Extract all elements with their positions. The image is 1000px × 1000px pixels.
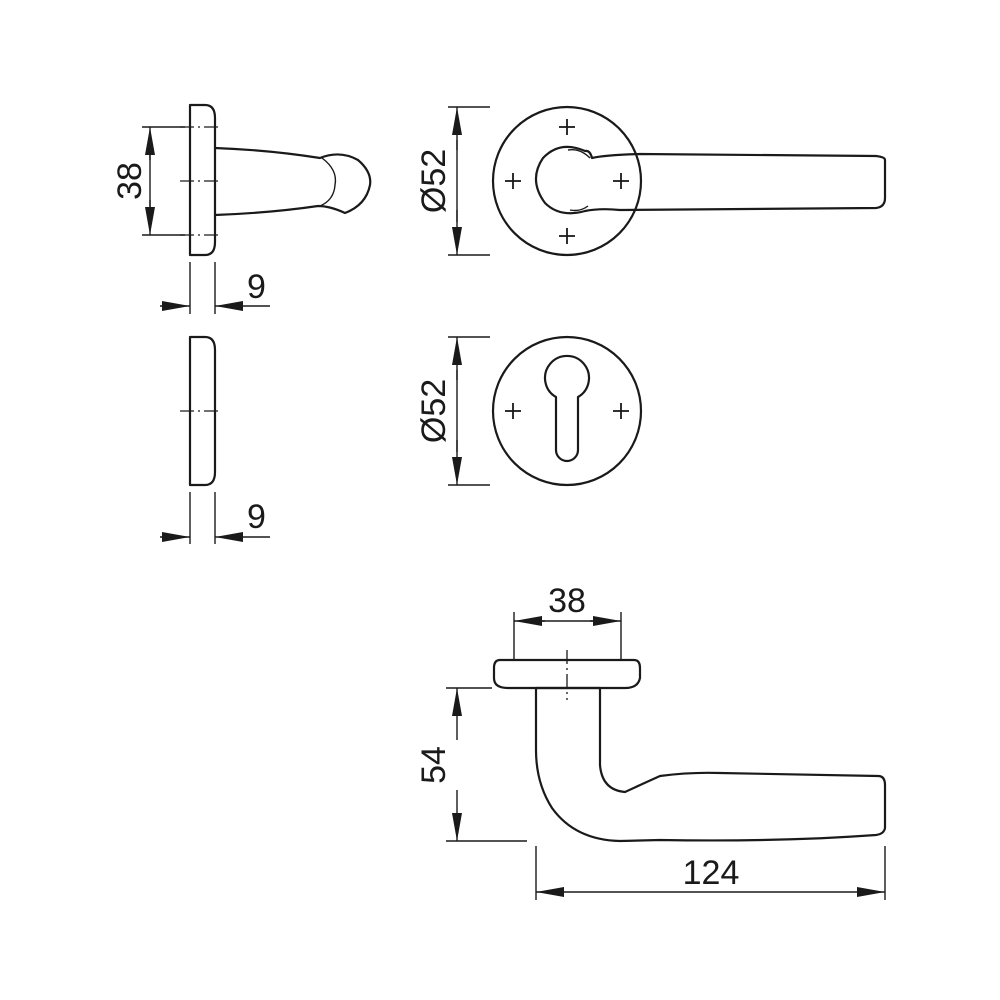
keyhole-cutout: [543, 354, 591, 463]
side-view-escutcheon: 9: [160, 335, 270, 544]
dim-rose-diameter: Ø52: [415, 149, 453, 213]
dim-side-height: 38: [111, 162, 149, 200]
rose-plate-top: [492, 658, 642, 690]
rose-plate-side: [188, 103, 217, 257]
top-view-lever: 38 54 124: [415, 582, 887, 900]
front-view-escutcheon: Ø52: [415, 335, 643, 487]
dim-lever-offset: 38: [548, 582, 586, 620]
dim-escutcheon-diameter: Ø52: [415, 379, 453, 443]
dim-thickness-top: 9: [247, 268, 266, 306]
lever-profile: [214, 146, 372, 217]
thickness-dimension-top: 9: [160, 262, 270, 314]
side-view-lever: 38: [111, 103, 372, 257]
front-view-lever: Ø52: [415, 105, 887, 257]
screw-marks: [505, 119, 629, 244]
lever-top: [534, 686, 887, 843]
dim-thickness-bottom: 9: [247, 498, 266, 536]
lever-front: [534, 145, 887, 215]
dim-lever-projection: 54: [415, 746, 453, 784]
dim-lever-length: 124: [683, 854, 740, 892]
